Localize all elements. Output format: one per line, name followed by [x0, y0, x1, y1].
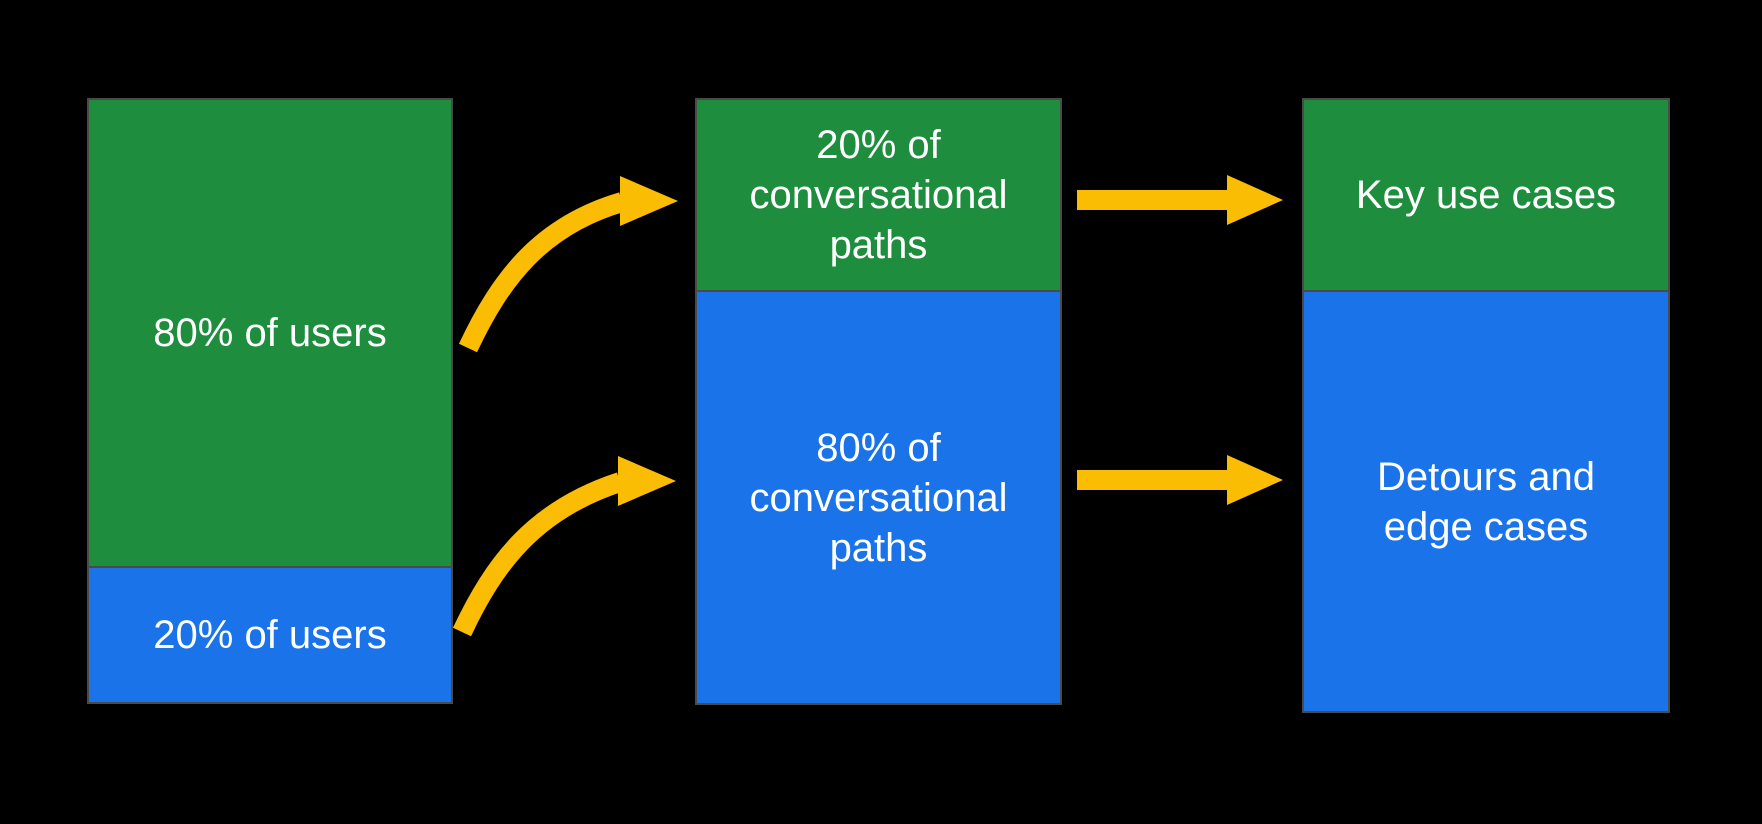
outcomes-bar: Key use cases Detours and edge cases [1302, 98, 1670, 713]
users-20-segment: 20% of users [89, 566, 451, 702]
users-20-label: 20% of users [153, 613, 387, 657]
paths-80-label: 80% of conversational paths [749, 425, 1008, 570]
detours-edge-cases-segment: Detours and edge cases [1304, 290, 1668, 711]
straight-arrow-paths80-to-detours-icon [1077, 455, 1283, 505]
paths-20-label: 20% of conversational paths [749, 123, 1008, 267]
users-80-label: 80% of users [153, 311, 387, 355]
paths-20-segment: 20% of conversational paths [697, 100, 1060, 290]
users-80-segment: 80% of users [89, 100, 451, 566]
conversational-paths-bar: 20% of conversational paths 80% of conve… [695, 98, 1062, 705]
curved-arrow-users20-to-paths80-icon [452, 456, 676, 637]
key-use-cases-segment: Key use cases [1304, 100, 1668, 290]
users-bar: 80% of users 20% of users [87, 98, 453, 704]
paths-80-segment: 80% of conversational paths [697, 290, 1060, 703]
detours-edge-cases-label: Detours and edge cases [1377, 454, 1595, 549]
straight-arrow-paths20-to-key-use-cases-icon [1077, 175, 1283, 225]
key-use-cases-label: Key use cases [1355, 173, 1617, 217]
curved-arrow-users80-to-paths20-icon [458, 176, 678, 353]
